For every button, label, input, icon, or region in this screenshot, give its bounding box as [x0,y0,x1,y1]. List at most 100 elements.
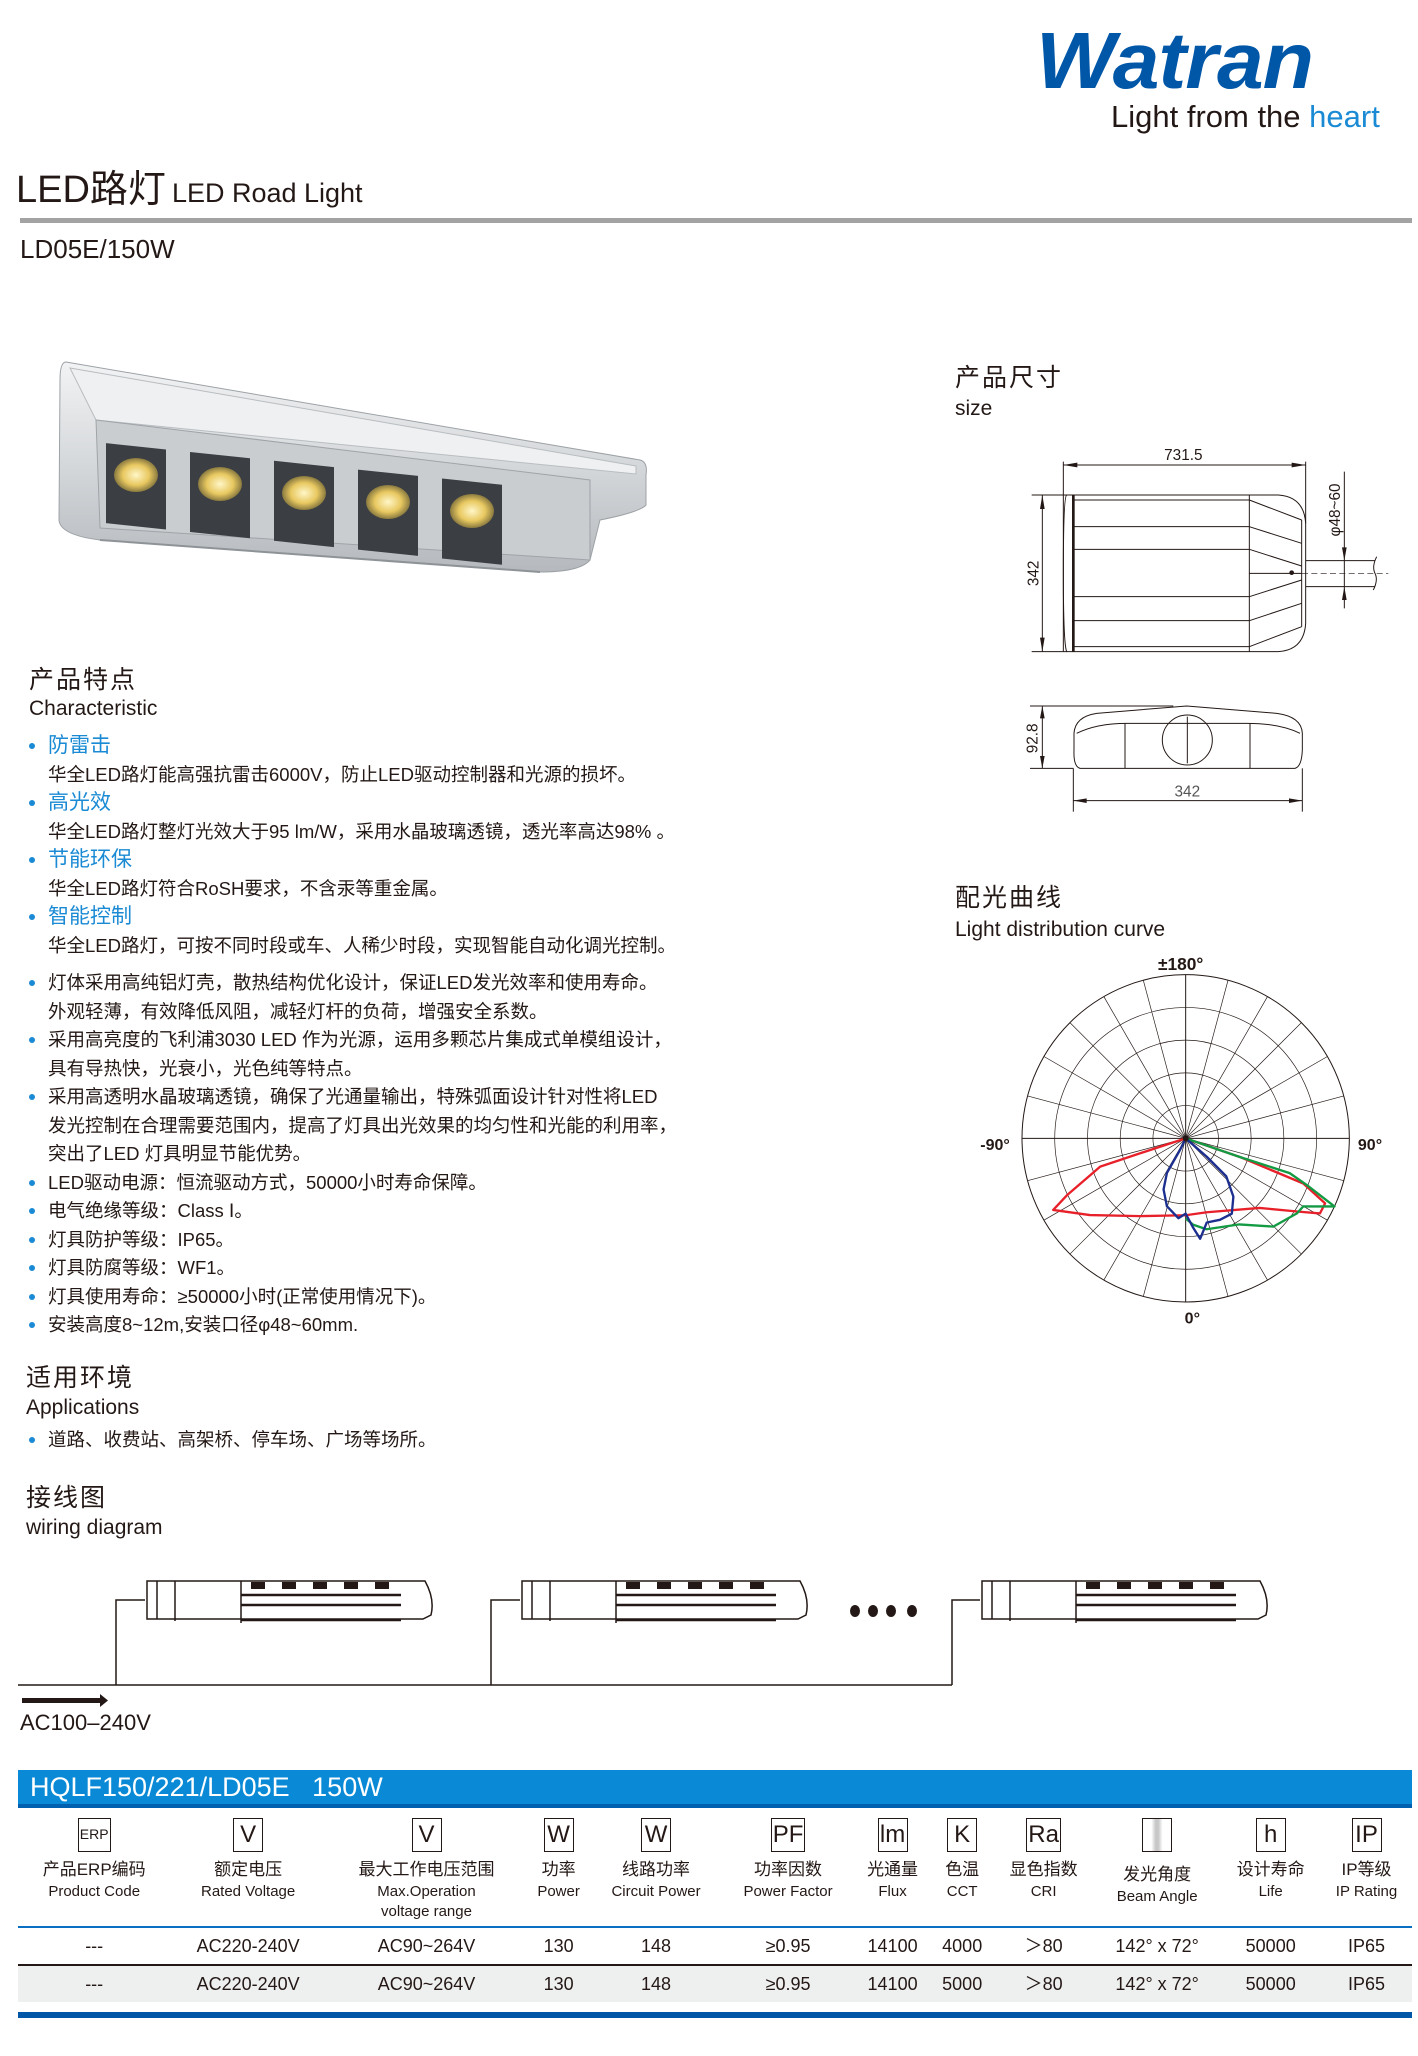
feature-list: 防雷击华全LED路灯能高强抗雷击6000V，防止LED驱动控制器和光源的损坏。高… [29,732,749,1340]
tagline-highlight: heart [1309,99,1380,134]
column-label-cn: 设计寿命 [1236,1860,1305,1879]
table-cell: 130 [527,1965,591,2002]
column-label-en: Flux [878,1883,907,1900]
feature-line: 采用高亮度的飞利浦3030 LED 作为光源，运用多颗芯片集成式单模组设计， [48,1029,672,1050]
spec-icon: h [1255,1818,1286,1852]
table-cell: 50000 [1220,1927,1321,1966]
ellipsis-dots [850,1605,917,1617]
feature-bullet: 灯具使用寿命：≥50000小时(正常使用情况下)。 [29,1283,749,1312]
feature-bullet: 灯具防护等级：IP65。 [29,1226,749,1255]
applications-text: 道路、收费站、高架桥、停车场、广场等场所。 [48,1429,437,1450]
feature-bullet: 电气绝缘等级：Class Ⅰ。 [29,1197,749,1226]
spec-icon: IP [1351,1818,1382,1852]
feature-item: 节能环保华全LED路灯符合RoSH要求，不含汞等重金属。 [29,846,749,903]
table-cell: 50000 [1220,1965,1321,2002]
led-modules [106,443,502,565]
feature-line: LED驱动电源：恒流驱动方式，50000小时寿命保障。 [48,1171,487,1193]
column-label-en: Product Code [48,1883,141,1900]
spec-icon: PF [770,1818,806,1852]
table-cell: 148 [590,1927,723,1966]
feature-body: 华全LED路灯整灯光效大于95 lm/W，采用水晶玻璃透镜，透光率高达98% 。 [48,820,675,842]
column-label-cn: 最大工作电压范围 [358,1860,495,1879]
feature-line: 发光控制在合理需要范围内，提高了灯具出光效果的均匀性和光能的利用率， [48,1114,678,1136]
bullet-dot [29,1322,35,1328]
feature-line: 灯体采用高纯铝灯壳，散热结构优化设计，保证LED发光效率和使用寿命。 [48,972,658,993]
spec-icon: K [947,1818,978,1852]
spec-icon: V [233,1818,264,1852]
product-image [58,361,647,573]
dimension-drawing: 731.5 342 φ48~60 92.8 342 [1024,447,1389,812]
spec-header-bar: HQLF150/221/LD05E 150W [18,1770,1412,1808]
series-blue-curve [1162,1137,1235,1240]
table-cell: AC90~264V [325,1927,528,1966]
bullet-dot [29,800,35,806]
feature-line: 外观轻薄，有效降低风阻，减轻灯杆的负荷，增强安全系数。 [48,1000,548,1022]
table-cell: --- [18,1965,171,2002]
dim-width-top: 342 [1025,561,1042,587]
applications-title-cn: 适用环境 [26,1364,135,1392]
characteristic-title-cn: 产品特点 [29,666,138,694]
brand-logo: Watran [1036,16,1314,105]
bullet-dot [29,1037,35,1043]
spec-icon: lm [877,1818,908,1852]
bullet-dot [29,1094,35,1100]
dim-height: 92.8 [1024,723,1041,753]
curve-title-cn: 配光曲线 [955,884,1064,912]
applications-title-en: Applications [26,1396,140,1419]
column-label-en-2: voltage range [381,1903,472,1920]
column-label-cn: 额定电压 [214,1860,283,1879]
bullet-dot [29,857,35,863]
table-cell: ＞80 [993,1927,1094,1966]
bullet-dot [29,1293,35,1300]
input-arrow-icon [22,1694,108,1707]
spec-icon: V [411,1818,442,1852]
feature-line: 电气绝缘等级：Class Ⅰ。 [48,1200,253,1221]
spec-icon: W [641,1818,672,1852]
column-label-cn: 发光角度 [1123,1865,1192,1884]
angle-label-right: 90° [1358,1137,1382,1154]
bullet-dot [29,914,35,920]
column-label-cn: 功率因数 [754,1860,823,1879]
feature-title: 智能控制 [48,905,132,928]
feature-line: 采用高透明水晶玻璃透镜，确保了光通量输出，特殊弧面设计针对性将LED [48,1086,658,1107]
feature-bullet: 采用高亮度的飞利浦3030 LED 作为光源，运用多颗芯片集成式单模组设计，具有… [29,1026,749,1083]
characteristic-title-en: Characteristic [29,697,158,720]
wiring-lines [18,1599,980,1686]
series-red-curve [1052,1137,1327,1218]
table-cell: ≥0.95 [722,1965,855,2002]
feature-line: 灯具防腐等级：WF1。 [48,1257,236,1278]
feature-body: 华全LED路灯能高强抗雷击6000V，防止LED驱动控制器和光源的损坏。 [48,763,636,785]
column-header: lm 光通量 Flux [854,1818,932,1928]
dim-width-side: 342 [1175,784,1201,801]
column-label-en: Max.Operation [377,1883,476,1900]
curve-title-en: Light distribution curve [955,918,1166,941]
bullet-dot [29,1236,35,1243]
wiring-title-en: wiring diagram [26,1516,163,1539]
feature-bullet: LED驱动电源：恒流驱动方式，50000小时寿命保障。 [29,1169,749,1198]
angle-label-top: ±180° [1158,954,1203,974]
column-label-cn: IP等级 [1341,1860,1392,1879]
applications-item: 道路、收费站、高架桥、停车场、广场等场所。 [29,1428,437,1452]
feature-title: 高光效 [48,791,111,814]
spec-icon: Ra [1026,1818,1061,1852]
feature-line: 安装高度8~12m,安装口径φ48~60mm. [48,1314,359,1335]
table-cell: 4000 [931,1927,994,1966]
feature-bullet: 采用高透明水晶玻璃透镜，确保了光通量输出，特殊弧面设计针对性将LED 发光控制在合… [29,1083,749,1169]
column-label-cn: 光通量 [867,1860,919,1879]
table-cell: 142° x 72° [1093,1927,1221,1966]
chart-center [1182,1135,1189,1142]
column-label-en: Power Factor [743,1883,833,1900]
feature-bullet: 安装高度8~12m,安装口径φ48~60mm. [29,1311,749,1340]
feature-body: 华全LED路灯符合RoSH要求，不含汞等重金属。 [48,877,448,899]
bullet-dot [29,1179,35,1186]
input-voltage: AC100–240V [20,1710,151,1735]
column-label-cn: 产品ERP编码 [42,1860,146,1879]
feature-line: 突出了LED 灯具明显节能优势。 [48,1143,312,1164]
light-distribution-chart: ±180° -90° 90° 0° [980,954,1382,1327]
wiring-title-cn: 接线图 [26,1484,108,1512]
angle-label-bottom: 0° [1185,1310,1200,1327]
